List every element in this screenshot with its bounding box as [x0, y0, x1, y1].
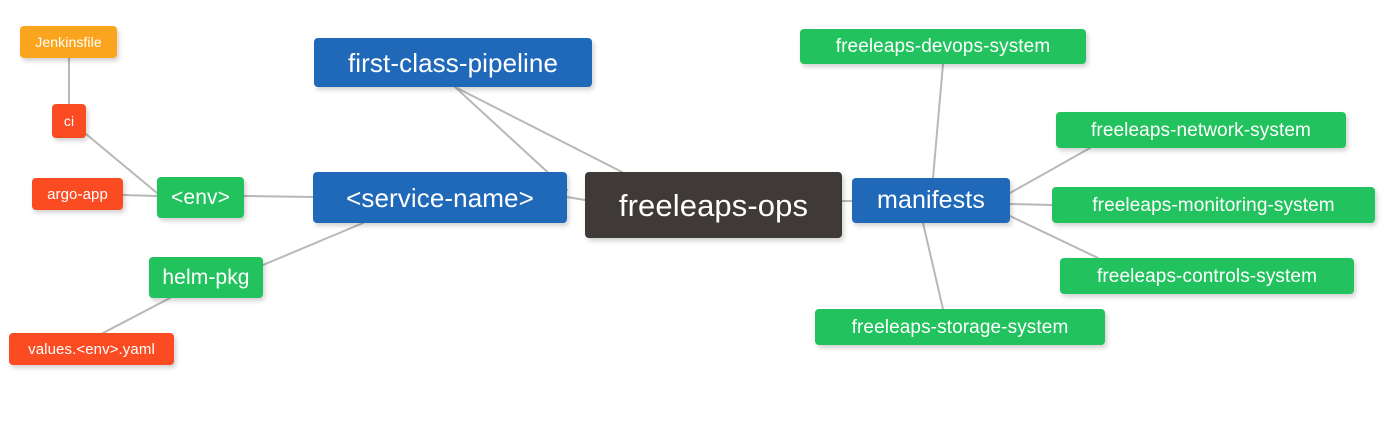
edge-manifests-to-freeleaps-monitoring-system — [1009, 203, 1053, 206]
mindmap-node-freeleaps-devops-system[interactable]: freeleaps-devops-system — [800, 29, 1086, 64]
edge-manifests-to-freeleaps-storage-system — [922, 222, 944, 310]
mindmap-node-freeleaps-network-system[interactable]: freeleaps-network-system — [1056, 112, 1346, 148]
mindmap-node-ci[interactable]: ci — [52, 104, 86, 138]
edge-service-name-to-helm-pkg — [262, 222, 364, 266]
edge-manifests-to-freeleaps-devops-system — [932, 63, 944, 179]
edge-freeleaps-ops-to-first-class-pipeline — [454, 86, 623, 173]
mindmap-node-freeleaps-storage-system[interactable]: freeleaps-storage-system — [815, 309, 1105, 345]
mindmap-node-argo-app[interactable]: argo-app — [32, 178, 123, 210]
node-label-first-class-pipeline: first-class-pipeline — [347, 47, 559, 78]
node-label-jenkinsfile: Jenkinsfile — [35, 34, 102, 50]
node-label-helm-pkg: helm-pkg — [162, 266, 250, 289]
node-label-freeleaps-devops-system: freeleaps-devops-system — [835, 36, 1051, 57]
node-label-env: <env> — [171, 186, 230, 209]
mindmap-node-jenkinsfile[interactable]: Jenkinsfile — [20, 26, 117, 58]
node-label-freeleaps-ops: freeleaps-ops — [618, 187, 809, 223]
node-label-values-env-yaml: values.<env>.yaml — [28, 340, 155, 358]
mindmap-node-service-name[interactable]: <service-name> — [313, 172, 567, 223]
mindmap-node-values-env-yaml[interactable]: values.<env>.yaml — [9, 333, 174, 365]
edge-env-to-service-name — [243, 195, 314, 198]
node-label-argo-app: argo-app — [47, 185, 108, 203]
edge-argo-app-to-env — [122, 194, 158, 197]
node-label-service-name: <service-name> — [346, 182, 534, 213]
mindmap-node-freeleaps-monitoring-system[interactable]: freeleaps-monitoring-system — [1052, 187, 1375, 223]
mindmap-node-env[interactable]: <env> — [157, 177, 244, 218]
edge-helm-pkg-to-values-env-yaml — [102, 297, 171, 334]
mindmap-node-freeleaps-ops[interactable]: freeleaps-ops — [585, 172, 842, 238]
node-label-freeleaps-network-system: freeleaps-network-system — [1091, 119, 1311, 141]
mindmap-node-manifests[interactable]: manifests — [852, 178, 1010, 223]
node-label-ci: ci — [63, 113, 75, 129]
node-label-freeleaps-monitoring-system: freeleaps-monitoring-system — [1092, 194, 1335, 216]
mindmap-node-freeleaps-controls-system[interactable]: freeleaps-controls-system — [1060, 258, 1354, 294]
edge-service-name-to-freeleaps-ops — [566, 196, 586, 201]
mindmap-node-first-class-pipeline[interactable]: first-class-pipeline — [314, 38, 592, 87]
node-label-freeleaps-storage-system: freeleaps-storage-system — [851, 316, 1069, 338]
mindmap-node-helm-pkg[interactable]: helm-pkg — [149, 257, 263, 298]
node-label-manifests: manifests — [877, 186, 985, 214]
node-label-freeleaps-controls-system: freeleaps-controls-system — [1096, 265, 1318, 287]
